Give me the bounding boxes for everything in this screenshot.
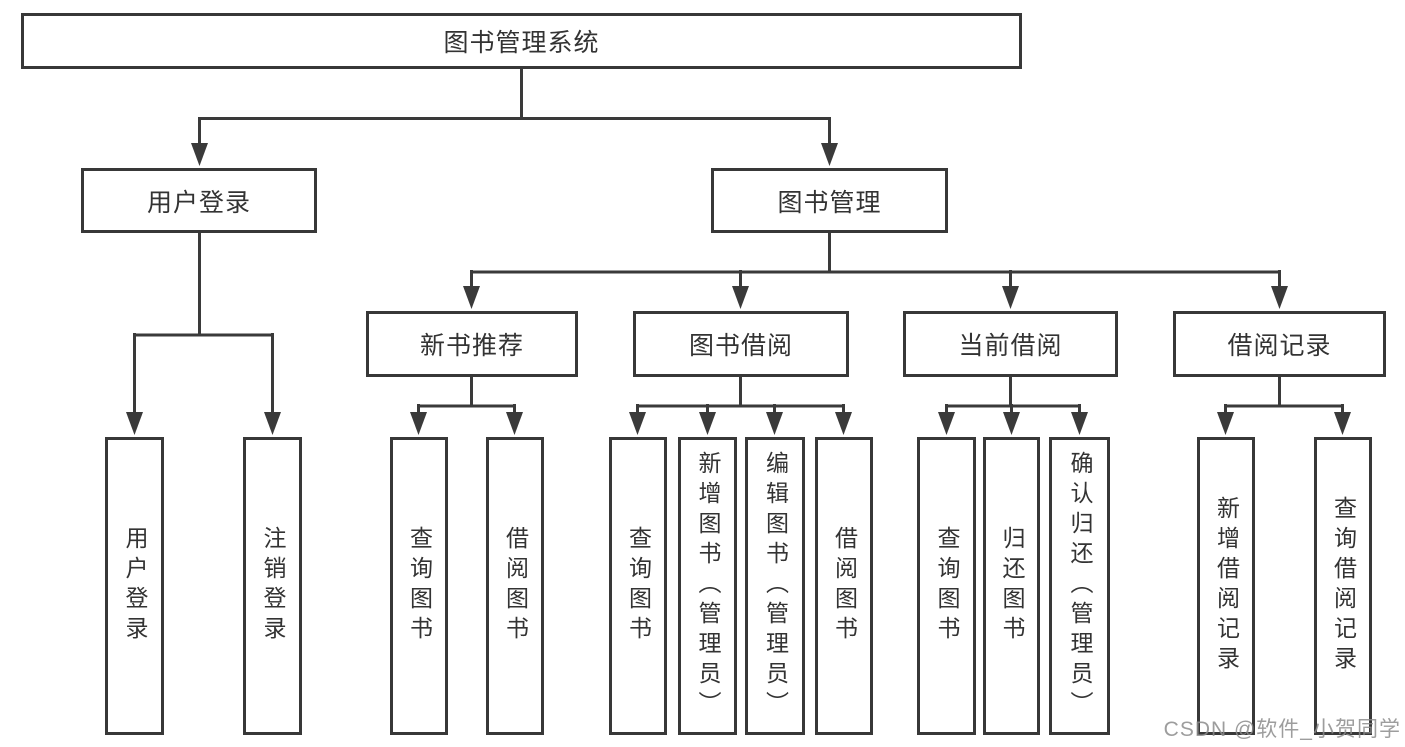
leaf-logout: 注销登录 xyxy=(243,437,302,735)
node-root-label: 图书管理系统 xyxy=(443,29,600,57)
node-book-management: 图书管理 xyxy=(711,168,948,233)
node-new-book-recommend-label: 新书推荐 xyxy=(419,332,524,360)
leaf-add-borrow-record-label: 新增借阅记录 xyxy=(1213,496,1240,676)
node-current-borrow: 当前借阅 xyxy=(903,311,1118,377)
leaf-query-books-recommend: 查询图书 xyxy=(390,437,448,735)
node-borrow-records: 借阅记录 xyxy=(1173,311,1386,377)
leaf-add-books-admin: 新增图书（管理员） xyxy=(678,437,737,735)
leaf-confirm-return-admin: 确认归还（管理员） xyxy=(1049,437,1110,735)
node-borrow-records-label: 借阅记录 xyxy=(1227,332,1332,360)
leaf-return-books-label: 归还图书 xyxy=(999,526,1025,646)
leaf-logout-label: 注销登录 xyxy=(260,526,286,646)
node-root: 图书管理系统 xyxy=(21,13,1022,69)
leaf-edit-books-admin: 编辑图书（管理员） xyxy=(745,437,805,735)
leaf-query-borrow-record: 查询借阅记录 xyxy=(1314,437,1372,735)
node-new-book-recommend: 新书推荐 xyxy=(366,311,578,377)
leaf-user-login-label: 用户登录 xyxy=(122,526,148,646)
leaf-query-books-recommend-label: 查询图书 xyxy=(406,526,433,646)
csdn-watermark: CSDN @软件_小贺同学 xyxy=(1163,718,1401,741)
node-book-borrow-label: 图书借阅 xyxy=(688,332,793,360)
leaf-query-books-borrow-label: 查询图书 xyxy=(625,526,652,646)
leaf-borrow-books-label: 借阅图书 xyxy=(831,526,858,646)
leaf-confirm-return-admin-label: 确认归还（管理员） xyxy=(1067,451,1093,721)
node-user-login: 用户登录 xyxy=(81,168,317,233)
leaf-borrow-books-recommend-label: 借阅图书 xyxy=(502,526,529,646)
leaf-return-books: 归还图书 xyxy=(983,437,1040,735)
leaf-query-books-current-label: 查询图书 xyxy=(934,526,960,646)
leaf-edit-books-admin-label: 编辑图书（管理员） xyxy=(762,451,789,721)
leaf-add-borrow-record: 新增借阅记录 xyxy=(1197,437,1255,735)
node-book-borrow: 图书借阅 xyxy=(633,311,849,377)
leaf-add-books-admin-label: 新增图书（管理员） xyxy=(695,451,721,721)
leaf-borrow-books-recommend: 借阅图书 xyxy=(486,437,544,735)
leaf-borrow-books: 借阅图书 xyxy=(815,437,873,735)
leaf-user-login: 用户登录 xyxy=(105,437,164,735)
node-user-login-label: 用户登录 xyxy=(146,188,251,217)
node-current-borrow-label: 当前借阅 xyxy=(958,332,1063,360)
leaf-query-books-current: 查询图书 xyxy=(917,437,976,735)
node-book-management-label: 图书管理 xyxy=(777,188,882,217)
leaf-query-borrow-record-label: 查询借阅记录 xyxy=(1330,496,1357,676)
leaf-query-books-borrow: 查询图书 xyxy=(609,437,667,735)
